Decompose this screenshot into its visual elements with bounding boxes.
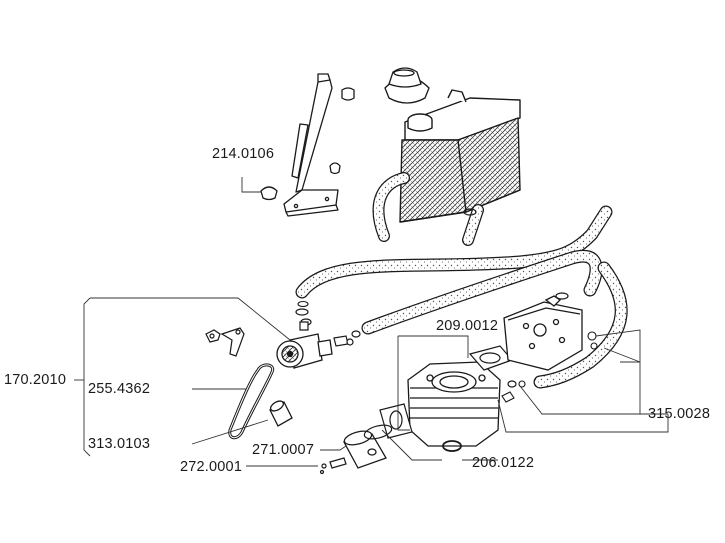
pump-bracket [205,327,245,357]
part-label-206-0122: 206.0122 [472,455,535,471]
head-fittings [501,331,598,403]
leader-lines [74,177,669,467]
cylinder-head [503,295,583,371]
radiator-bracket [260,73,355,217]
gudgeon-pin [319,457,347,475]
radiator [399,89,521,223]
drive-belt [228,363,275,440]
pump-fittings [299,321,354,347]
part-label-255-4362: 255.4362 [88,381,151,397]
piston-ring [363,424,393,440]
pump-bush [269,400,293,427]
part-label-313-0103: 313.0103 [88,436,151,452]
water-pump [276,333,333,369]
part-label-271-0007: 271.0007 [252,442,315,458]
part-label-170-2010: 170.2010 [4,372,67,388]
coolant-hoses [295,205,628,389]
cylinder [407,361,501,447]
piston [343,430,387,469]
base-gasket [379,403,413,439]
radiator-cap [384,67,430,104]
part-label-214-0106: 214.0106 [212,146,275,162]
pump-hose-clamp [297,300,309,308]
part-label-272-0001: 272.0001 [180,459,243,475]
part-label-315-0028: 315.0028 [648,406,711,422]
part-label-209-0012: 209.0012 [436,318,499,334]
exhaust-gasket [442,440,462,452]
